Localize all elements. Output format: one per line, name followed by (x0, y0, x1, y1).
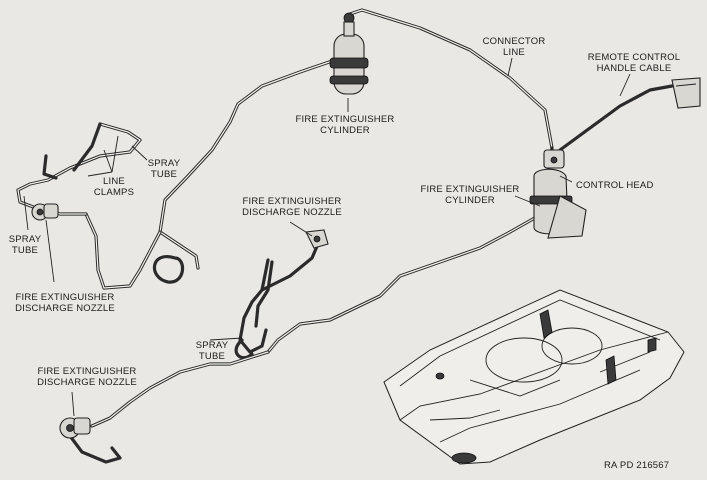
remote-control-handle (671, 77, 701, 109)
discharge-nozzle-center-label: FIRE EXTINGUISHER DISCHARGE NOZZLE (242, 196, 342, 218)
right-cylinder (529, 168, 587, 239)
center-discharge-nozzle (305, 229, 329, 249)
line-clamps-label: LINE CLAMPS (93, 176, 135, 198)
discharge-nozzle-left-label: FIRE EXTINGUISHER DISCHARGE NOZZLE (15, 292, 115, 314)
bottom-discharge-nozzle (59, 417, 91, 439)
figure-reference-label: RA PD 216567 (604, 460, 670, 471)
leader-lines (23, 57, 631, 417)
vehicle-hull (383, 289, 685, 465)
fire-extinguisher-cylinder-upper-label: FIRE EXTINGUISHER CYLINDER (295, 114, 395, 136)
upper-cylinder (329, 12, 369, 95)
fire-extinguisher-cylinder-right-label: FIRE EXTINGUISHER CYLINDER (420, 184, 520, 206)
discharge-nozzle-bottom-label: FIRE EXTINGUISHER DISCHARGE NOZZLE (37, 366, 137, 388)
remote-control-handle-cable-label: REMOTE CONTROL HANDLE CABLE (587, 52, 681, 74)
control-head-unit (543, 149, 565, 169)
connector-line-label: CONNECTOR LINE (482, 36, 546, 58)
spray-tube-center-label: SPRAY TUBE (195, 340, 229, 362)
control-head-label: CONTROL HEAD (576, 180, 654, 191)
spray-tube-upper-label: SPRAY TUBE (147, 158, 181, 180)
left-discharge-nozzle (31, 203, 59, 221)
spray-tube-left-label: SPRAY TUBE (8, 234, 42, 256)
